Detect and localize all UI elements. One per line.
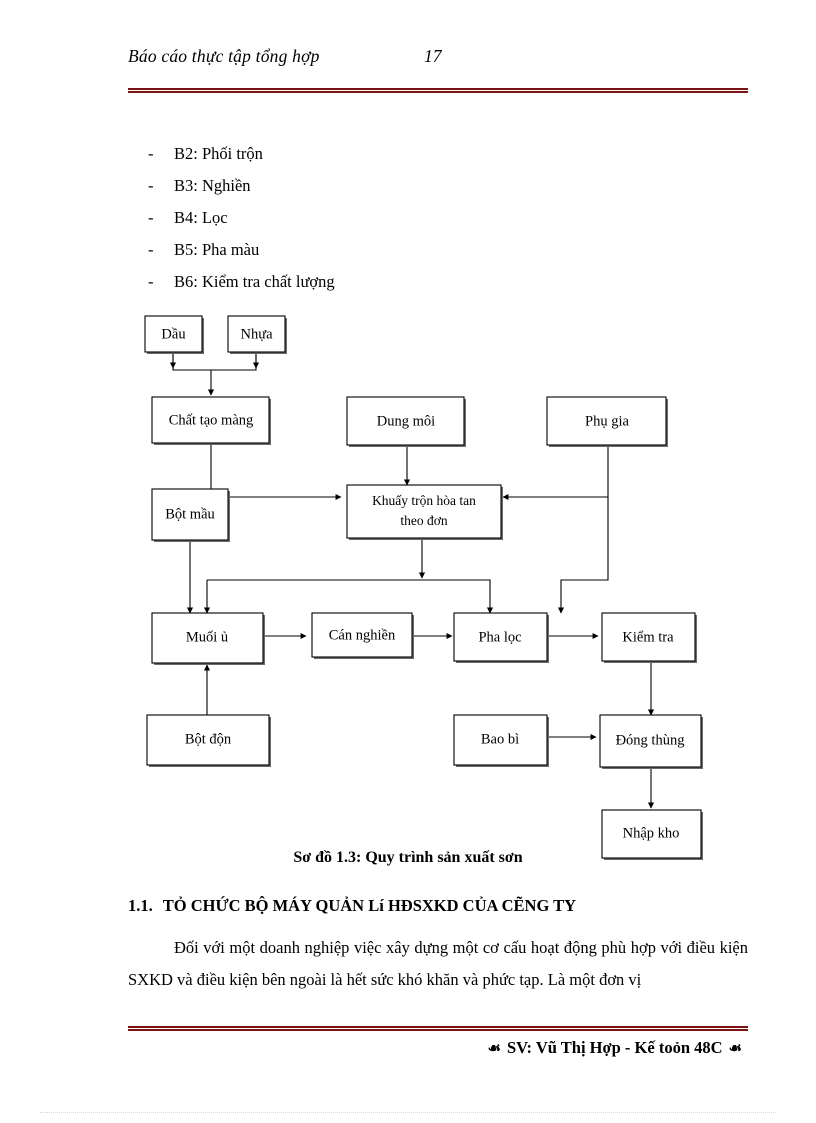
list-item-label: B2: Phối trộn bbox=[174, 144, 263, 163]
body-paragraph: Đối với một doanh nghiệp việc xây dựng m… bbox=[128, 938, 748, 989]
flow-node-label: Đóng thùng bbox=[616, 732, 685, 748]
header-page-number: 17 bbox=[424, 46, 442, 66]
flow-node-bao-bi: Bao bì bbox=[453, 714, 549, 767]
flow-node-label: Cán nghiền bbox=[329, 627, 396, 643]
flow-node-phu-gia: Phụ gia bbox=[546, 396, 668, 447]
bullet-dash: - bbox=[148, 208, 154, 227]
flow-node-label: Dung môi bbox=[377, 413, 435, 429]
section-title: TỎ CHỨC BỘ MÁY QUẢN Lí HĐSXKD CỦA CẼNG T… bbox=[162, 896, 577, 915]
footer-text: SV: Vũ Thị Hợp - Kế toỏn 48C bbox=[506, 1038, 723, 1057]
section-heading: 1.1. TỎ CHỨC BỘ MÁY QUẢN Lí HĐSXKD CỦA CẼ… bbox=[128, 896, 768, 916]
flow-node-label-line1: Khuấy trộn hòa tan bbox=[372, 493, 476, 508]
flow-node-label-line2: theo đơn bbox=[400, 513, 448, 528]
flow-node-label: Dầu bbox=[161, 326, 185, 342]
footer-rule bbox=[128, 1026, 748, 1031]
connector-phu-gia-pha-loc bbox=[557, 497, 609, 614]
flow-node-dung-moi: Dung môi bbox=[346, 396, 466, 447]
flow-node-kiem-tra: Kiểm tra bbox=[601, 612, 697, 663]
bullet-list: - B2: Phối trộn - B3: Nghiền - B4: Lọc -… bbox=[148, 138, 648, 298]
list-item: - B2: Phối trộn bbox=[148, 138, 648, 170]
figure-caption: Sơ đồ 1.3: Quy trình sản xuất sơn bbox=[293, 849, 523, 866]
flow-node-label: Nhựa bbox=[240, 326, 273, 342]
list-item-label: B3: Nghiền bbox=[174, 176, 251, 195]
flow-node-label: Nhập kho bbox=[623, 825, 680, 841]
connector-dau-nhua-bus bbox=[172, 352, 257, 371]
bullet-dash: - bbox=[148, 272, 154, 291]
flow-node-dong-thung: Đóng thùng bbox=[599, 714, 703, 769]
connector-phu-gia-khuay-tron bbox=[502, 447, 609, 501]
flow-node-label: Kiểm tra bbox=[622, 629, 674, 645]
flow-node-dau: Dầu bbox=[144, 315, 204, 354]
section-number: 1.1. bbox=[128, 896, 153, 915]
bullet-dash: - bbox=[148, 240, 154, 259]
flow-node-chat-tao-mang: Chất tạo màng bbox=[151, 396, 271, 445]
ornament-right-icon: ☙ bbox=[728, 1041, 742, 1057]
flow-node-can-nghien: Cán nghiền bbox=[311, 612, 414, 659]
list-item: - B6: Kiểm tra chất lượng bbox=[148, 266, 648, 298]
bottom-edge-line bbox=[40, 1112, 776, 1114]
connector-chat-tao-mang-khuay-tron bbox=[210, 443, 342, 501]
bullet-dash: - bbox=[148, 144, 154, 163]
page-header: Báo cáo thực tập tổng hợp 17 bbox=[128, 46, 748, 76]
process-flowchart: Dầu Nhựa Chất tạo màng Dung môi bbox=[0, 300, 816, 865]
list-item-label: B4: Lọc bbox=[174, 208, 228, 227]
list-item: - B5: Pha màu bbox=[148, 234, 648, 266]
flow-node-label: Pha lọc bbox=[478, 629, 521, 645]
page-footer: ☙ SV: Vũ Thị Hợp - Kế toỏn 48C ☙ bbox=[128, 1038, 748, 1058]
flow-node-label: Bột độn bbox=[185, 731, 232, 747]
flow-node-label: Muối ủ bbox=[186, 629, 228, 645]
flow-node-bot-don: Bột độn bbox=[146, 714, 271, 767]
flow-node-khuay-tron: Khuấy trộn hòa tan theo đơn bbox=[346, 484, 503, 540]
list-item-label: B6: Kiểm tra chất lượng bbox=[174, 272, 335, 291]
bullet-dash: - bbox=[148, 176, 154, 195]
flow-node-nhap-kho: Nhập kho bbox=[601, 809, 703, 860]
flow-node-nhua: Nhựa bbox=[227, 315, 287, 354]
ornament-left-icon: ☙ bbox=[487, 1041, 501, 1057]
connector-bus-pha-loc bbox=[422, 579, 494, 614]
flow-node-pha-loc: Pha lọc bbox=[453, 612, 549, 663]
list-item-label: B5: Pha màu bbox=[174, 240, 260, 259]
flow-node-label: Chất tạo màng bbox=[169, 412, 254, 428]
header-rule bbox=[128, 88, 748, 93]
header-title: Báo cáo thực tập tổng hợp bbox=[128, 46, 320, 66]
flow-node-label: Bột mầu bbox=[165, 506, 215, 522]
list-item: - B4: Lọc bbox=[148, 202, 648, 234]
list-item: - B3: Nghiền bbox=[148, 170, 648, 202]
flow-node-label: Phụ gia bbox=[585, 413, 629, 429]
flow-node-muoi-u: Muối ủ bbox=[151, 612, 265, 665]
flow-node-bot-mau: Bột mầu bbox=[151, 488, 230, 542]
flow-node-label: Bao bì bbox=[481, 731, 519, 747]
